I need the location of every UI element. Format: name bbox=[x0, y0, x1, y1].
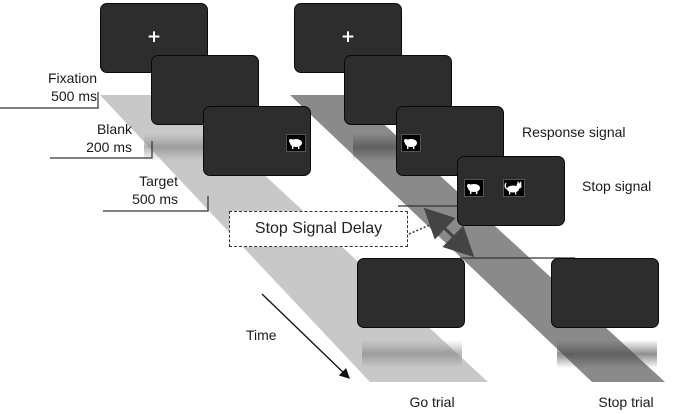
stop-trial-caption: Stop trial bbox=[598, 394, 654, 410]
fixation-label: Fixation 500 ms bbox=[48, 69, 97, 105]
go-target-screen bbox=[203, 106, 311, 176]
target-label-text: Target bbox=[139, 173, 178, 189]
go-trial-caption: Go trial bbox=[409, 394, 455, 410]
sheep-icon bbox=[464, 179, 484, 197]
sheep-icon bbox=[286, 134, 306, 152]
sheep-icon bbox=[401, 134, 421, 152]
fixation-timeline-line bbox=[0, 92, 99, 109]
time-label: Time bbox=[246, 327, 277, 343]
stop-signal-delay-label: Stop Signal Delay bbox=[254, 220, 383, 237]
fixation-label-text: Fixation bbox=[47, 70, 97, 86]
go-response-screen bbox=[357, 258, 465, 328]
shadow bbox=[557, 340, 657, 368]
time-arrow bbox=[261, 293, 350, 379]
stop-signal-screen bbox=[457, 156, 565, 226]
shadow bbox=[362, 340, 462, 368]
target-duration: 500 ms bbox=[132, 191, 178, 207]
stop-signal-delay-box: Stop Signal Delay bbox=[229, 211, 408, 247]
fixation-cross: + bbox=[146, 27, 162, 47]
target-timeline-line bbox=[103, 196, 209, 212]
ssd-double-arrow bbox=[423, 207, 475, 258]
fixation-duration: 500 ms bbox=[51, 88, 97, 104]
response-signal-label: Response signal bbox=[522, 124, 626, 140]
blank-timeline-line bbox=[50, 141, 153, 159]
blank-label-text: Blank bbox=[96, 121, 132, 137]
blank-label: Blank 200 ms bbox=[86, 120, 132, 156]
cat-icon bbox=[503, 179, 525, 197]
fixation-cross: + bbox=[340, 27, 356, 47]
stop-signal-label: Stop signal bbox=[582, 178, 652, 194]
blank-duration: 200 ms bbox=[86, 139, 132, 155]
target-label: Target 500 ms bbox=[132, 172, 178, 208]
ssd-connector bbox=[408, 223, 433, 235]
stop-response-screen bbox=[551, 258, 659, 328]
